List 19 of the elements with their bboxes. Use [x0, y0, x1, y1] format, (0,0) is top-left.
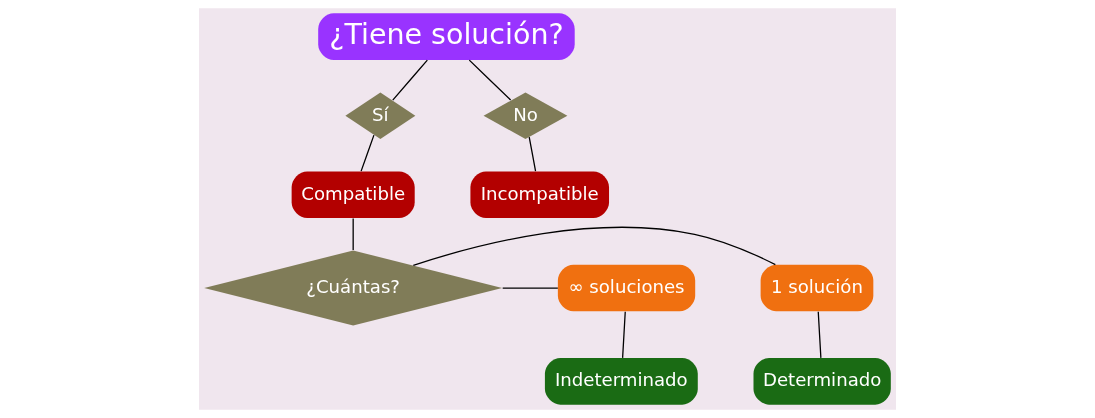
connector [360, 134, 375, 172]
node-diamond: Sí [345, 92, 416, 140]
connector [352, 217, 354, 251]
node-box: 1 solución [760, 264, 874, 312]
connector [817, 311, 822, 359]
connector [392, 59, 428, 101]
node-box: Compatible [291, 171, 415, 219]
connector [502, 287, 559, 289]
node-box: Incompatible [470, 171, 610, 219]
node-box: Indeterminado [544, 358, 698, 405]
node-diamond: ¿Cuántas? [204, 250, 503, 326]
connector [528, 136, 537, 172]
connector [412, 226, 776, 267]
connector [468, 59, 512, 101]
node-box: Determinado [753, 358, 891, 405]
node-diamond: No [483, 92, 568, 140]
node-box: ∞ soluciones [557, 264, 696, 312]
connector [621, 311, 626, 359]
node-box: ¿Tiene solución? [318, 13, 575, 60]
